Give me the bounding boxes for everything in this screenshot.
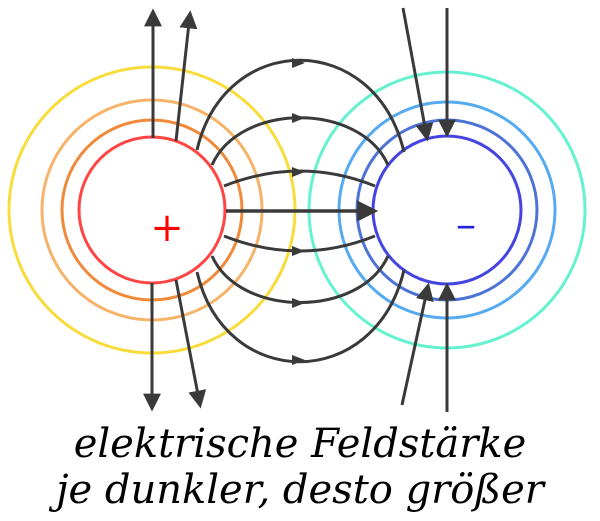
- field-line-neg-in-3: [400, 282, 434, 406]
- positive-charge-symbol: +: [150, 205, 184, 251]
- negative-ring-1: [371, 134, 523, 286]
- field-line-arc-bottom-1: [223, 234, 376, 253]
- caption-line-1: elektrische Feldstärke: [73, 421, 527, 467]
- field-line-arc-bottom-3: [195, 269, 406, 364]
- arc-arrow-top-1: [292, 167, 305, 177]
- field-line-pos-down-2: [174, 279, 207, 409]
- arc-arrow-top-3: [292, 58, 305, 68]
- arc-arrow-bottom-2: [292, 298, 305, 308]
- negative-ring-2: [355, 118, 539, 302]
- negative-charge-symbol: –: [456, 202, 476, 248]
- field-line-neg-in-1: [401, 7, 434, 142]
- arc-arrow-bottom-3: [292, 355, 305, 365]
- caption-line-2: je dunkler, desto größer: [56, 467, 544, 513]
- field-line-arc-top-3: [195, 58, 406, 153]
- field-lines: [143, 7, 456, 412]
- arc-arrow-top-2: [292, 113, 305, 123]
- field-line-pos-up-2: [174, 10, 198, 142]
- arc-arrow-bottom-1: [292, 246, 305, 256]
